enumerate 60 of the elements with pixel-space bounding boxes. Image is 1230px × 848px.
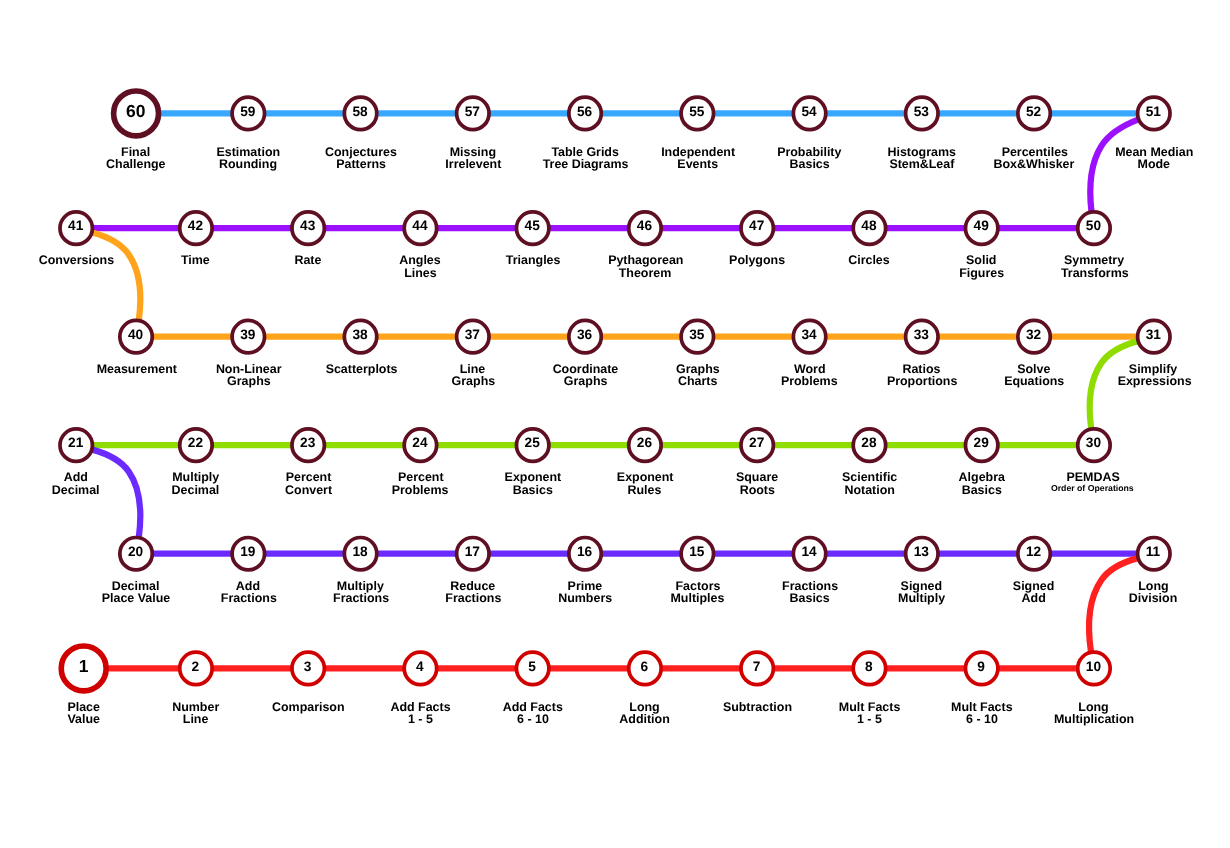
connector [489,333,569,340]
connector [92,225,180,232]
connector [938,550,1018,557]
connector [376,333,457,340]
connector [548,225,629,232]
connector [997,442,1078,449]
connector [264,110,345,117]
connector [548,442,629,449]
connector [661,225,741,232]
connector [152,550,232,557]
connector [825,333,906,340]
connector [713,110,794,117]
connector [601,110,681,117]
connector [661,665,741,672]
connector [601,333,681,340]
connector [885,442,966,449]
connector [1050,110,1138,117]
connector [713,550,794,557]
connector [1087,116,1140,213]
node-circle: 60 [110,88,162,139]
connector [92,442,180,449]
connector [548,665,629,672]
connector [376,110,457,117]
connector [601,550,681,557]
connector [91,446,144,538]
connector [489,550,569,557]
connector [376,550,457,557]
connector [661,442,741,449]
connector [885,225,966,232]
connector [1086,338,1139,430]
connector [1050,550,1138,557]
connector [324,665,404,672]
connector [436,665,517,672]
connector [212,442,292,449]
connector [938,333,1018,340]
connector [773,665,853,672]
connector [825,110,906,117]
connector [106,665,180,672]
connector [264,333,345,340]
connector [1086,555,1139,653]
connector [436,225,517,232]
connector [1050,333,1138,340]
connector [938,110,1018,117]
connector [324,225,404,232]
connector [324,442,404,449]
connector [489,110,569,117]
connector [997,225,1078,232]
connector [152,333,232,340]
connector [212,665,292,672]
connector [713,333,794,340]
connector [91,229,144,321]
connector [264,550,345,557]
node-circle: 1 [58,643,109,694]
connector [158,110,232,117]
connector [773,442,853,449]
connector [212,225,292,232]
connector [825,550,906,557]
connector [885,665,966,672]
connector [436,442,517,449]
connector [773,225,853,232]
